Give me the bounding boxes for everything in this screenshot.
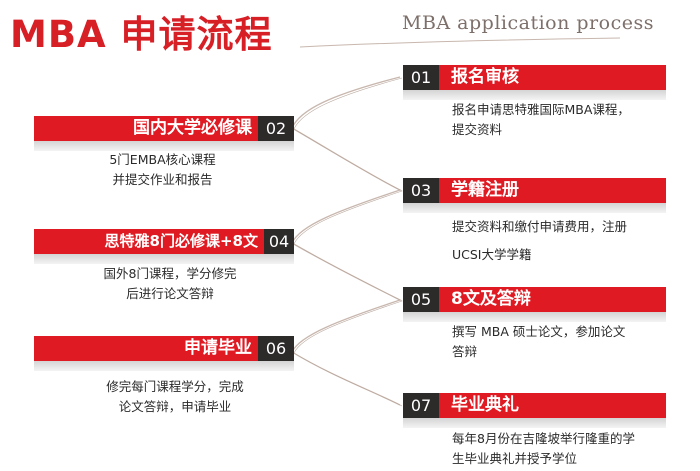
step-number-07: 07 <box>403 393 439 418</box>
step-shadow-06 <box>34 361 294 371</box>
step-label-06: 申请毕业 <box>34 336 258 361</box>
step-desc-04: 国外8门课程，学分修完后进行论文答辩 <box>103 266 237 301</box>
step-shadow-03 <box>403 203 666 213</box>
step-label-05: 8文及答辩 <box>439 287 666 312</box>
step-label-01: 报名审核 <box>439 65 666 90</box>
step-label-04: 思特雅8门必修课+8文 <box>34 229 264 254</box>
page-subtitle: MBA application process <box>402 12 654 34</box>
step-number-04: 04 <box>264 229 294 254</box>
step-desc-06: 修完每门课程学分，完成论文答辩，申请毕业 <box>106 379 244 414</box>
step-label-03: 学籍注册 <box>439 178 666 203</box>
step-number-02: 02 <box>258 116 294 141</box>
page-title: MBA 申请流程 <box>10 13 273 56</box>
step-label-02: 国内大学必修课 <box>34 116 258 141</box>
step-shadow-01 <box>403 90 666 100</box>
step-number-01: 01 <box>403 65 439 90</box>
step-desc-02: 5门EMBA核心课程并提交作业和报告 <box>109 152 216 187</box>
step-desc-05: 撰写 MBA 硕士论文，参加论文答辩 <box>452 324 626 359</box>
step-number-05: 05 <box>403 287 439 312</box>
step-shadow-05 <box>403 312 666 322</box>
step-shadow-02 <box>34 141 294 151</box>
step-label-07: 毕业典礼 <box>439 393 666 418</box>
step-number-03: 03 <box>403 178 439 203</box>
step-shadow-07 <box>403 418 666 428</box>
step-shadow-04 <box>34 254 294 264</box>
step-desc-01: 报名申请思特雅国际MBA课程，提交资料 <box>452 102 630 137</box>
step-desc-07: 每年8月份在吉隆坡举行隆重的学生毕业典礼并授予学位 <box>452 431 635 466</box>
step-number-06: 06 <box>258 336 294 361</box>
